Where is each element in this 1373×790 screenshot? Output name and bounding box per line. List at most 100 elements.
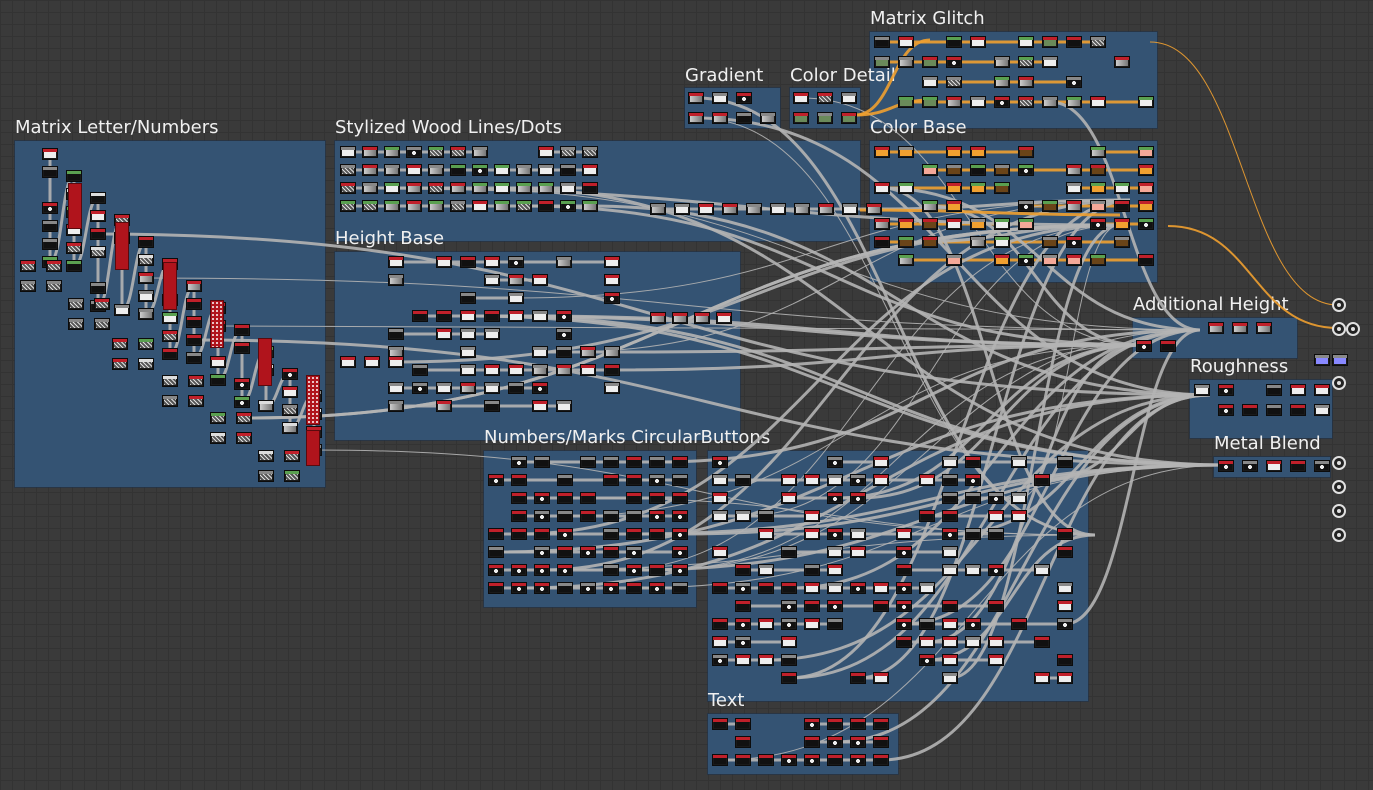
graph-node[interactable]	[736, 112, 752, 124]
graph-node[interactable]	[1266, 460, 1282, 472]
graph-node[interactable]	[1138, 254, 1154, 266]
graph-node[interactable]	[942, 636, 958, 648]
graph-node[interactable]	[582, 164, 598, 176]
graph-node[interactable]	[460, 364, 476, 376]
graph-node[interactable]	[793, 112, 809, 124]
graph-node[interactable]	[484, 364, 500, 376]
graph-node[interactable]	[604, 382, 620, 394]
graph-node[interactable]	[781, 546, 797, 558]
graph-node[interactable]	[234, 342, 250, 354]
graph-node[interactable]	[649, 510, 665, 522]
graph-node[interactable]	[1136, 340, 1152, 352]
graph-node[interactable]	[896, 600, 912, 612]
graph-node[interactable]	[1090, 164, 1106, 176]
graph-node[interactable]	[922, 56, 938, 68]
graph-node[interactable]	[873, 736, 889, 748]
graph-node[interactable]	[896, 636, 912, 648]
graph-node[interactable]	[1114, 218, 1130, 230]
graph-node[interactable]	[946, 56, 962, 68]
graph-node[interactable]	[1057, 618, 1073, 630]
graph-node[interactable]	[970, 218, 986, 230]
graph-node[interactable]	[650, 312, 666, 324]
graph-node[interactable]	[827, 582, 843, 594]
graph-node[interactable]	[210, 412, 226, 424]
graph-node[interactable]	[1018, 164, 1034, 176]
graph-node[interactable]	[942, 510, 958, 522]
graph-node[interactable]	[1138, 218, 1154, 230]
graph-node[interactable]	[804, 474, 820, 486]
frame-roughness[interactable]	[1190, 380, 1332, 438]
graph-node[interactable]	[965, 456, 981, 468]
graph-node[interactable]	[873, 456, 889, 468]
graph-node[interactable]	[712, 718, 728, 730]
graph-node[interactable]	[970, 36, 986, 48]
graph-node[interactable]	[1057, 600, 1073, 612]
graph-node[interactable]	[603, 510, 619, 522]
graph-node[interactable]	[994, 218, 1010, 230]
graph-node[interactable]	[1066, 200, 1082, 212]
graph-node[interactable]	[406, 164, 422, 176]
graph-node[interactable]	[450, 200, 466, 212]
graph-node[interactable]	[746, 203, 762, 215]
graph-node[interactable]	[1066, 254, 1082, 266]
graph-node[interactable]	[488, 528, 504, 540]
graph-node[interactable]	[1266, 404, 1282, 416]
graph-node[interactable]	[994, 96, 1010, 108]
graph-node[interactable]	[781, 600, 797, 612]
graph-node[interactable]	[942, 546, 958, 558]
graph-node[interactable]	[626, 546, 642, 558]
graph-node[interactable]	[850, 672, 866, 684]
graph-node[interactable]	[922, 218, 938, 230]
graph-node[interactable]	[649, 474, 665, 486]
graph-node[interactable]	[1018, 36, 1034, 48]
graph-node[interactable]	[712, 492, 728, 504]
graph-node[interactable]	[712, 654, 728, 666]
graph-node[interactable]	[94, 298, 110, 310]
graph-node[interactable]	[1218, 404, 1234, 416]
graph-node[interactable]	[919, 654, 935, 666]
graph-node[interactable]	[942, 564, 958, 576]
graph-node[interactable]	[735, 564, 751, 576]
graph-node[interactable]	[511, 528, 527, 540]
graph-node[interactable]	[1256, 322, 1272, 334]
graph-node[interactable]	[874, 146, 890, 158]
graph-node[interactable]	[698, 203, 714, 215]
graph-node[interactable]	[1208, 322, 1224, 334]
graph-node[interactable]	[1266, 384, 1282, 396]
graph-node[interactable]	[1018, 218, 1034, 230]
graph-node[interactable]	[460, 256, 476, 268]
graph-node[interactable]	[1290, 404, 1306, 416]
graph-node[interactable]	[560, 146, 576, 158]
graph-node[interactable]	[804, 618, 820, 630]
graph-node[interactable]	[626, 582, 642, 594]
graph-node[interactable]	[604, 256, 620, 268]
graph-node[interactable]	[1034, 564, 1050, 576]
graph-node[interactable]	[1290, 460, 1306, 472]
graph-node[interactable]	[649, 564, 665, 576]
graph-node[interactable]	[626, 564, 642, 576]
graph-node[interactable]	[1090, 146, 1106, 158]
graph-node[interactable]	[603, 456, 619, 468]
graph-node[interactable]	[722, 203, 738, 215]
graph-node[interactable]	[538, 200, 554, 212]
graph-node[interactable]	[873, 600, 889, 612]
graph-node[interactable]	[46, 260, 62, 272]
graph-node[interactable]	[472, 146, 488, 158]
graph-node[interactable]	[436, 256, 452, 268]
graph-node[interactable]	[1066, 164, 1082, 176]
graph-node[interactable]	[508, 310, 524, 322]
graph-node[interactable]	[162, 375, 178, 387]
graph-node[interactable]	[827, 564, 843, 576]
graph-node[interactable]	[946, 146, 962, 158]
graph-node[interactable]	[138, 290, 154, 302]
graph-node[interactable]	[538, 164, 554, 176]
graph-node[interactable]	[188, 395, 204, 407]
graph-node[interactable]	[735, 600, 751, 612]
graph-node[interactable]	[516, 164, 532, 176]
graph-node[interactable]	[827, 718, 843, 730]
graph-node[interactable]	[114, 304, 130, 316]
graph-node[interactable]	[672, 528, 688, 540]
output-node-icon[interactable]	[1332, 480, 1346, 494]
graph-node[interactable]	[138, 236, 154, 248]
graph-node[interactable]	[850, 492, 866, 504]
